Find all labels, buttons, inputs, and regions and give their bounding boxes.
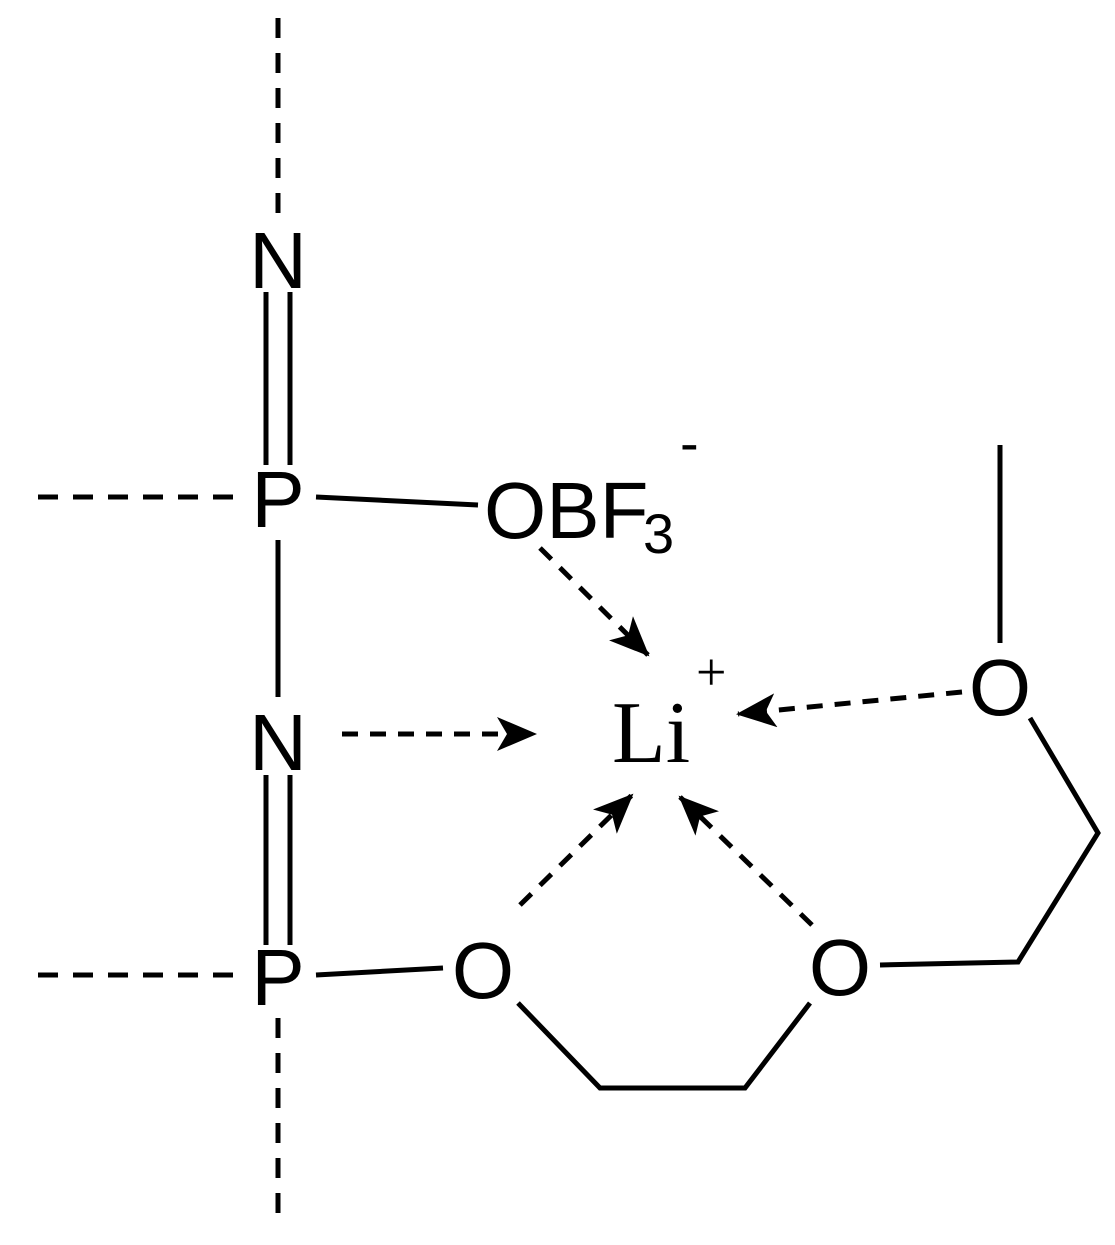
atom-li: Li	[612, 685, 690, 782]
ether-chain-bottom	[516, 1001, 812, 1091]
obf3-negative-charge: -	[680, 411, 699, 474]
coordination-arrow-o-bottom-left-to-li	[518, 793, 634, 907]
double-bond-n-p-bottom	[263, 775, 293, 945]
obf3-subscript: 3	[643, 502, 674, 565]
bond-p-obf3	[315, 494, 479, 508]
atom-obf3: OBF	[484, 466, 648, 555]
li-positive-charge: +	[696, 642, 726, 702]
atom-o-bottom-left: O	[452, 926, 514, 1015]
atom-p-lower: P	[251, 933, 304, 1022]
bond-p-o-bottom	[315, 965, 444, 978]
coordination-arrow-obf3-to-li	[538, 546, 650, 657]
coordination-arrow-o-right-to-li	[736, 689, 963, 728]
atom-o-bottom-right: O	[809, 923, 871, 1012]
atom-n-top: N	[249, 216, 307, 305]
atom-o-right: O	[969, 643, 1031, 732]
double-bond-n-p-top	[263, 292, 293, 465]
atom-n-middle: N	[249, 698, 307, 787]
atom-p-upper: P	[251, 455, 304, 544]
ether-chain-right	[879, 716, 1101, 968]
coordination-arrow-o-bottom-right-to-li	[678, 795, 814, 927]
